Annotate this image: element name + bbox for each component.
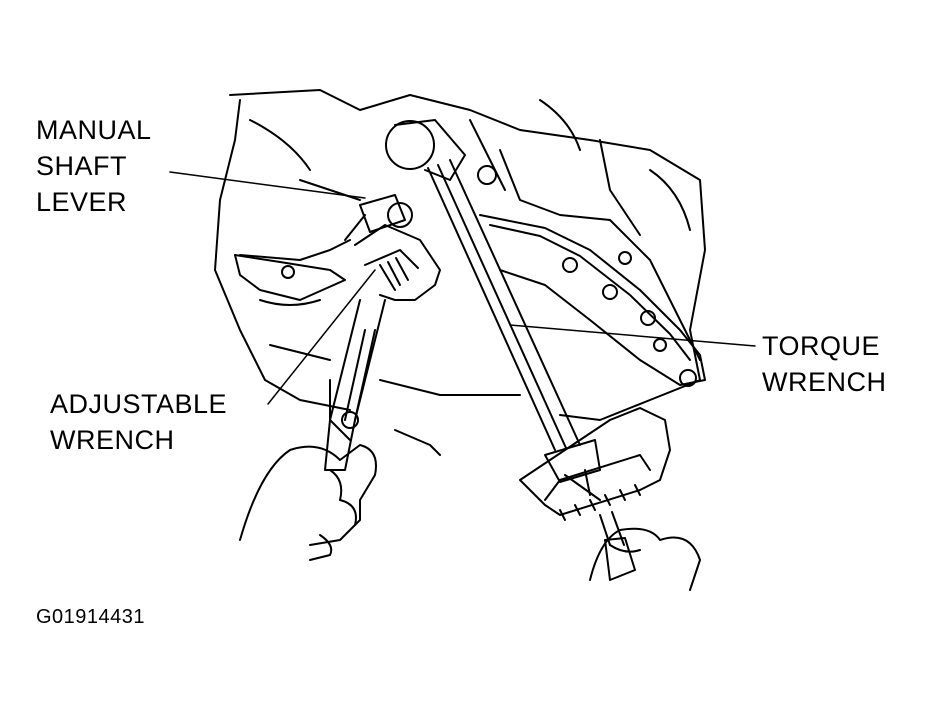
- label-line: ADJUSTABLE: [50, 389, 228, 419]
- label-torque-wrench: TORQUE WRENCH: [762, 328, 887, 400]
- adjustable-wrench: [324, 224, 441, 471]
- label-line: WRENCH: [762, 367, 887, 397]
- leader-torque-wrench: [509, 324, 756, 347]
- label-line: SHAFT: [36, 151, 128, 181]
- label-line: WRENCH: [50, 425, 175, 455]
- leader-adjustable-wrench: [267, 269, 376, 405]
- transmission-housing: [214, 89, 706, 456]
- manual-shaft-lever: [344, 194, 413, 241]
- torque-wrench: [385, 119, 671, 581]
- label-line: LEVER: [36, 187, 128, 217]
- leader-manual-shaft-lever: [169, 171, 366, 199]
- label-line: MANUAL: [36, 115, 152, 145]
- oil-pan-flange: [234, 165, 706, 387]
- label-manual-shaft-lever: MANUAL SHAFT LEVER: [36, 112, 152, 220]
- figure-id: G01914431: [36, 606, 146, 628]
- label-adjustable-wrench: ADJUSTABLE WRENCH: [50, 386, 227, 458]
- label-line: TORQUE: [762, 331, 881, 361]
- right-hand: [589, 527, 701, 591]
- leader-lines: [169, 171, 756, 405]
- left-hand: [239, 444, 377, 561]
